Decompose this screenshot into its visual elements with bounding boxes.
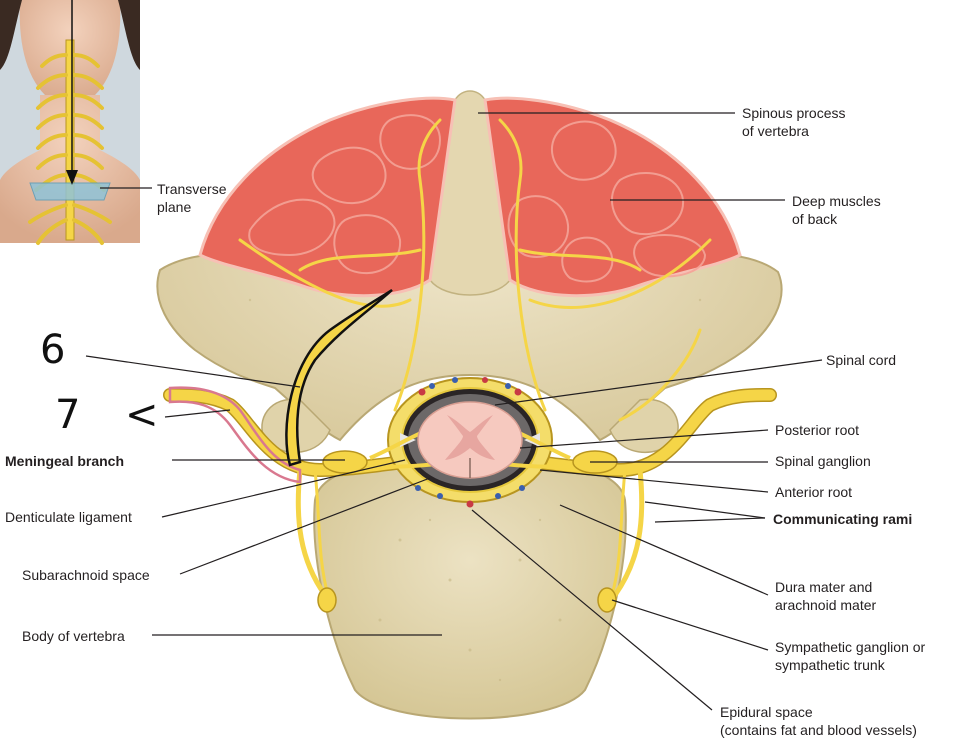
inset-hair (0, 0, 22, 70)
label-spinal-cord: Spinal cord (826, 352, 897, 368)
black-outline-posterior-ramus (285, 288, 393, 467)
posterior-rami (238, 118, 712, 422)
label-sympathetic-ganglion: Sympathetic ganglion or sympathetic trun… (775, 639, 926, 673)
label-spinal-ganglion: Spinal ganglion (775, 453, 871, 469)
right-communicating-rami (612, 467, 645, 598)
gray-matter (445, 415, 495, 460)
pink-highlight-meningeal-branch (168, 386, 302, 484)
label-subarachnoid-space: Subarachnoid space (22, 567, 150, 583)
label-body-of-vertebra: Body of vertebra (22, 628, 125, 644)
inset-hair-right (118, 0, 140, 70)
label-spinous-process: Spinous process of vertebra (742, 105, 846, 139)
label-dura-mater: Dura mater and arachnoid mater (775, 579, 877, 613)
left-spinal-ganglion (322, 450, 368, 474)
inset-figure (0, 0, 140, 245)
handwritten-number-seven: 7 (55, 392, 81, 438)
handwritten-arrow: < (125, 392, 159, 438)
label-transverse-plane: Transverse plane (157, 181, 227, 215)
blood-vessels (415, 377, 525, 508)
inset-transverse-plane (29, 182, 111, 201)
label-epidural-space: Epidural space (contains fat and blood v… (720, 704, 917, 738)
label-anterior-root: Anterior root (775, 484, 853, 500)
inset-pointer-arrow-icon (66, 170, 78, 185)
label-meningeal-branch: Meningeal branch (5, 453, 125, 469)
label-deep-muscles: Deep muscles of back (792, 193, 881, 227)
left-communicating-rami (295, 467, 328, 598)
vertebral-canal (369, 377, 571, 508)
leader-lines (85, 112, 823, 711)
label-communicating-rami: Communicating rami (773, 511, 913, 527)
left-sympathetic-ganglion (317, 587, 337, 613)
right-sympathetic-ganglion (597, 587, 617, 613)
muscle-fascicles (248, 114, 707, 283)
label-denticulate-ligament: Denticulate ligament (5, 509, 132, 525)
inset-spinal-cord (65, 39, 75, 241)
label-posterior-root: Posterior root (775, 422, 860, 438)
handwritten-number-six: 6 (40, 327, 66, 373)
